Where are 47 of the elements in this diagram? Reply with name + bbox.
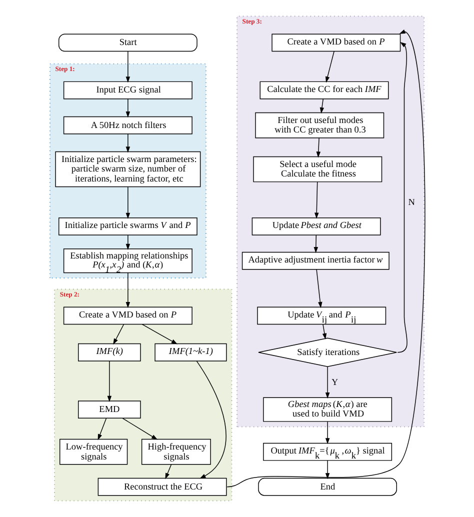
- node-box: IMF(1~k-1): [154, 343, 227, 362]
- arrow: [226, 30, 426, 488]
- node-box: Initialize particle swarms V and P: [58, 217, 198, 236]
- arrow: [316, 269, 322, 308]
- arrow: [196, 360, 226, 479]
- arrow: [142, 324, 178, 344]
- arrow: [98, 418, 107, 440]
- arrow: [126, 234, 130, 250]
- node-box: Start: [58, 34, 198, 52]
- arrow: [113, 324, 124, 345]
- arrow: [165, 464, 172, 480]
- arrow: [320, 98, 324, 114]
- arrow: [316, 138, 321, 158]
- arrow: [325, 366, 330, 399]
- arrow: [325, 51, 334, 83]
- arrow: [126, 98, 130, 118]
- arrow: [126, 134, 130, 153]
- node-box: Update Pbest and Gbest: [252, 217, 381, 236]
- arrow: [314, 182, 319, 219]
- node-box: EMD: [78, 400, 141, 418]
- arrow: [126, 272, 130, 308]
- node-diamond: Satisfy iterations: [258, 338, 397, 367]
- node-box: IMF(k): [78, 343, 141, 362]
- node-box: Reconstruct the ECG: [98, 478, 227, 496]
- node-box: Select a useful mode Calculate the fitness: [253, 156, 382, 182]
- arrow: [325, 460, 330, 480]
- node-box: Calculate the CC for each IMF: [260, 81, 389, 100]
- arrow: [325, 421, 330, 444]
- arrow: [126, 186, 130, 219]
- node-box: Input ECG signal: [63, 81, 192, 100]
- node-box: A 50Hz notch filters: [63, 116, 192, 134]
- edge-label: Y: [332, 378, 338, 388]
- node-box: Adaptive adjustment inertia factor w: [242, 252, 390, 270]
- arrow: [107, 360, 112, 402]
- node-box: Create a VMD based on P: [63, 306, 192, 325]
- node-box: Initialize particle swarm parameters: particle swarm size, number of iterations, learning factor, etc: [55, 151, 201, 188]
- arrow: [314, 234, 318, 254]
- node-box: Filter out useful modes with CC greater than 0.3: [255, 112, 384, 138]
- node-box: Low-frequency signals: [59, 438, 128, 465]
- node-box: Gbest maps (K,α) are used to build VMD: [263, 397, 392, 422]
- node-box: End: [258, 478, 397, 496]
- arrow: [322, 324, 327, 340]
- node-box: High-frequency signals: [141, 438, 211, 465]
- arrow: [122, 418, 158, 440]
- node-box: Create a VMD based on P: [272, 34, 401, 52]
- edge-label: N: [408, 198, 415, 208]
- arrow: [126, 51, 130, 83]
